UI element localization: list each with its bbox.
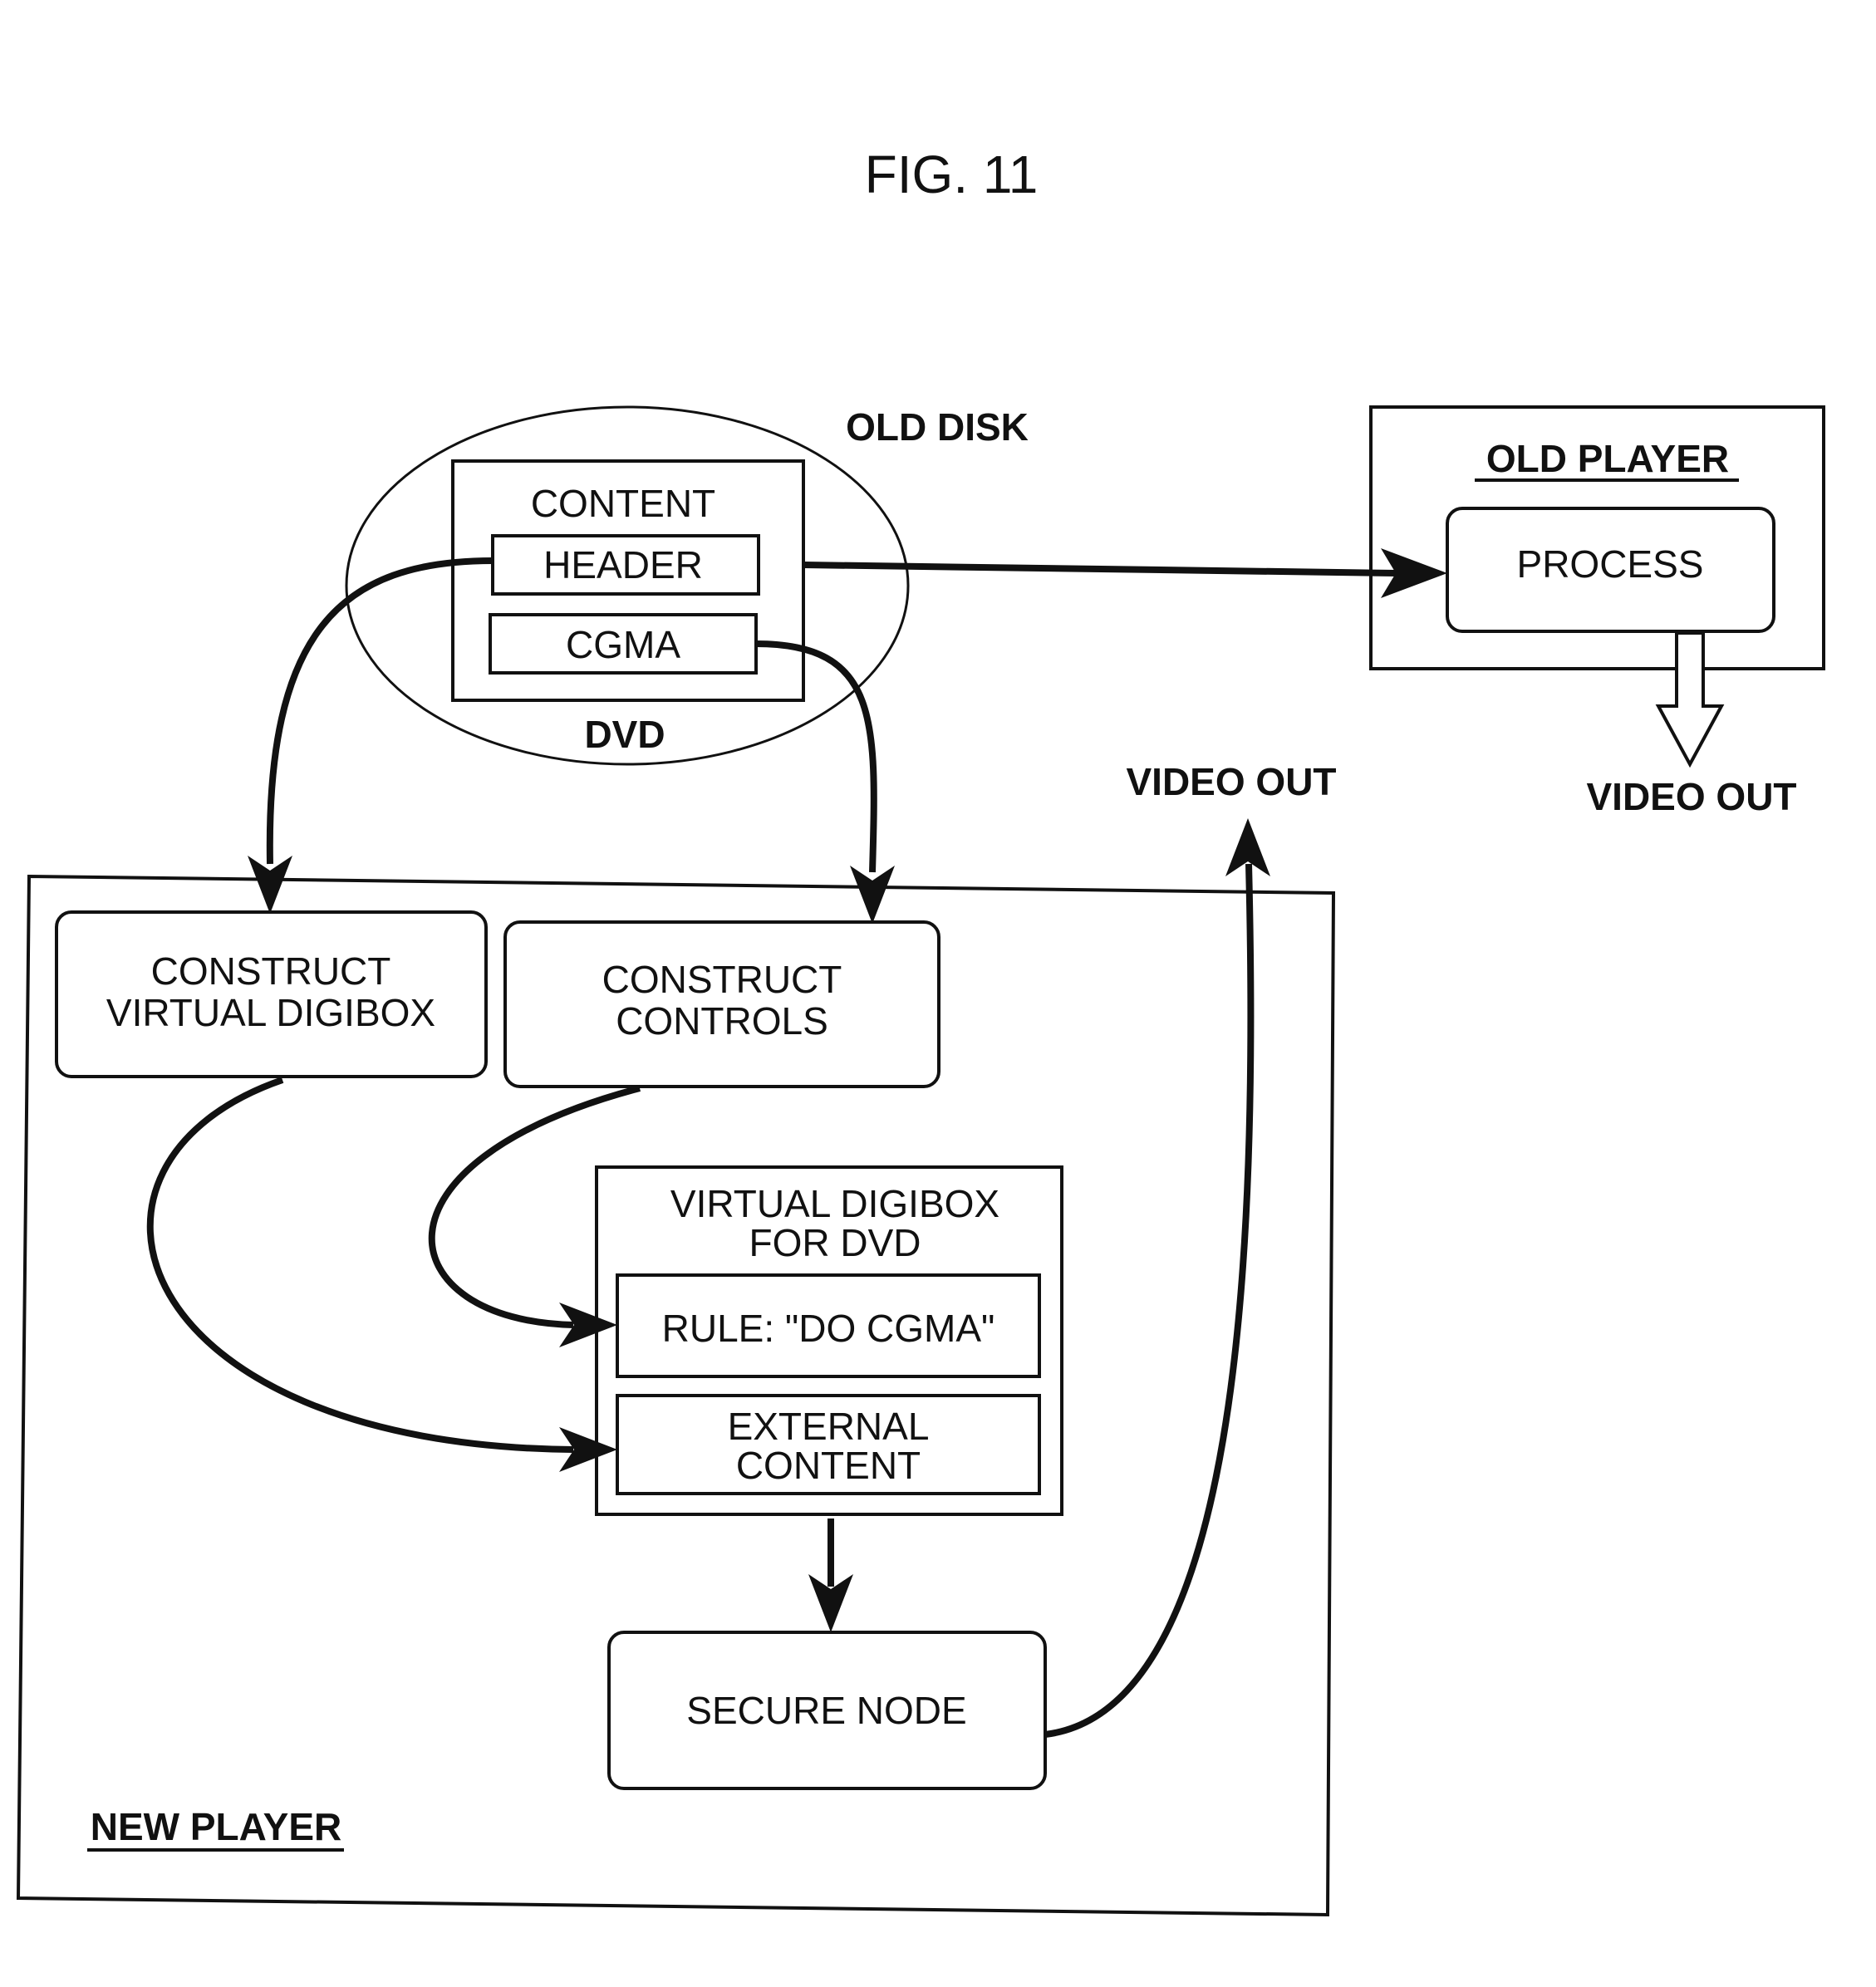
content-label: CONTENT [531, 482, 715, 525]
header-label: HEADER [543, 543, 703, 586]
construct-controls-line2: CONTROLS [616, 999, 828, 1043]
construct-digibox-line1: CONSTRUCT [151, 949, 391, 993]
virtual-digibox-line2: FOR DVD [749, 1221, 921, 1264]
secure-to-videoout-arrow [1045, 864, 1250, 1734]
external-content-line1: EXTERNAL [728, 1405, 930, 1448]
old-player-video-out: VIDEO OUT [1586, 775, 1796, 818]
new-player-title: NEW PLAYER [91, 1805, 341, 1848]
external-content-line2: CONTENT [736, 1444, 921, 1487]
secure-node-label: SECURE NODE [686, 1689, 966, 1732]
rule-label: RULE: "DO CGMA" [662, 1307, 995, 1350]
new-player-video-out: VIDEO OUT [1126, 760, 1336, 803]
construct-controls-line1: CONSTRUCT [602, 958, 842, 1001]
content-to-process-arrow [804, 565, 1396, 573]
old-player: OLD PLAYER PROCESS VIDEO OUT [1371, 407, 1824, 818]
new-player: NEW PLAYER CONSTRUCT VIRTUAL DIGIBOX CON… [18, 876, 1333, 1915]
digibox-to-external-arrow [150, 1080, 573, 1450]
process-label: PROCESS [1517, 542, 1704, 586]
cgma-label: CGMA [566, 623, 680, 666]
dvd-label: DVD [584, 713, 665, 756]
old-disk: OLD DISK DVD CONTENT HEADER CGMA [346, 405, 1029, 764]
header-to-digibox-arrowhead [248, 856, 292, 914]
old-player-title: OLD PLAYER [1486, 437, 1729, 480]
old-disk-label: OLD DISK [846, 405, 1029, 449]
figure-title: FIG. 11 [865, 145, 1039, 204]
construct-digibox-line2: VIRTUAL DIGIBOX [106, 991, 435, 1034]
cgma-to-controls-arrowhead [850, 866, 895, 924]
virtual-digibox-line1: VIRTUAL DIGIBOX [670, 1182, 999, 1225]
